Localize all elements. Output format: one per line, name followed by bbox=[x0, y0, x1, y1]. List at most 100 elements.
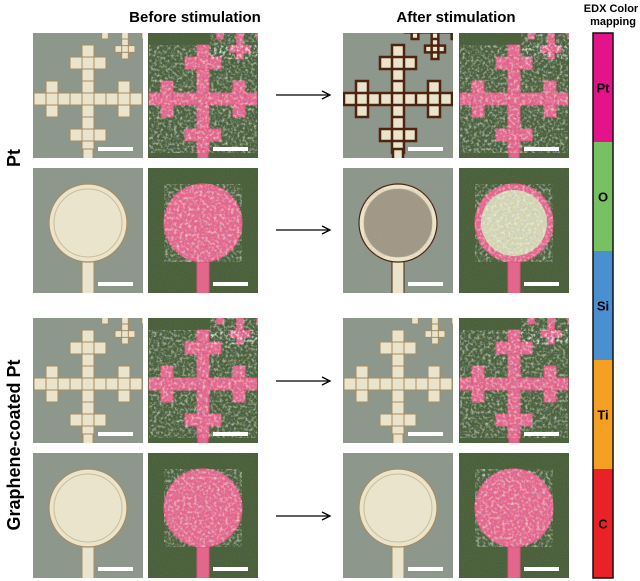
edx-speckle-blue bbox=[527, 318, 569, 344]
scale-bar bbox=[213, 282, 248, 286]
panel-graphene-fractal-before-optical bbox=[33, 318, 143, 443]
legend-swatch bbox=[593, 251, 613, 360]
edx-speckle bbox=[149, 318, 258, 438]
edx-speckle-blue bbox=[460, 330, 568, 438]
legend-title-line2: mapping bbox=[590, 16, 636, 28]
legend-label: Pt bbox=[597, 81, 611, 96]
legend-swatch bbox=[593, 469, 613, 578]
arrow-right-icon bbox=[276, 376, 332, 386]
panel-content bbox=[33, 33, 143, 158]
electrode-lead bbox=[82, 148, 94, 158]
edx-speckle-blue bbox=[527, 33, 569, 59]
scale-bar bbox=[524, 282, 559, 286]
panel-content bbox=[148, 453, 258, 578]
edx-speckle-blue bbox=[460, 45, 568, 153]
panel-content bbox=[148, 318, 258, 443]
panel-pt-circle-after-optical bbox=[343, 168, 453, 293]
panel-graphene-circle-before-edx bbox=[148, 453, 258, 578]
legend-border bbox=[592, 32, 614, 579]
edx-speckle bbox=[460, 33, 569, 153]
panel-pt-fractal-before-edx bbox=[148, 33, 258, 158]
scale-bar bbox=[408, 432, 443, 436]
scale-bar bbox=[524, 432, 559, 436]
panel-pt-fractal-before-optical bbox=[33, 33, 143, 158]
header-after: After stimulation bbox=[396, 9, 515, 26]
edx-speckle bbox=[149, 33, 258, 153]
edx-speckle bbox=[164, 184, 242, 262]
panel-pt-circle-before-edx bbox=[148, 168, 258, 293]
scale-bar bbox=[408, 147, 443, 151]
degraded-texture bbox=[364, 189, 432, 257]
electrode-lead bbox=[82, 433, 94, 443]
panel-graphene-circle-after-optical bbox=[343, 453, 453, 578]
panel-pt-circle-before-optical bbox=[33, 168, 143, 293]
electrode-lead bbox=[391, 147, 405, 158]
panel-content bbox=[459, 33, 569, 158]
scale-bar bbox=[98, 147, 133, 151]
panel-grid bbox=[33, 33, 569, 578]
fractal-electrode bbox=[33, 44, 143, 154]
neighbor-electrode bbox=[411, 318, 453, 345]
arrows bbox=[276, 90, 332, 521]
legend-swatch bbox=[593, 33, 613, 142]
edx-speckle-blue bbox=[475, 184, 553, 262]
panel-content bbox=[459, 453, 569, 578]
panel-pt-circle-after-edx bbox=[459, 168, 569, 293]
panel-content bbox=[343, 168, 453, 293]
arrow-right-icon bbox=[276, 511, 332, 521]
panel-content bbox=[459, 168, 569, 293]
scale-bar bbox=[98, 282, 133, 286]
legend-segment-pt: Pt bbox=[593, 33, 613, 142]
arrow-head bbox=[321, 225, 332, 235]
neighbor-electrode bbox=[101, 33, 143, 60]
neighbor-electrode bbox=[101, 318, 143, 345]
legend-segment-c: C bbox=[593, 469, 613, 578]
legend-segment-ti: Ti bbox=[593, 360, 613, 469]
arrow-right-icon bbox=[276, 225, 332, 235]
panel-content bbox=[33, 168, 143, 293]
panel-content bbox=[343, 453, 453, 578]
scale-bar bbox=[524, 147, 559, 151]
edx-speckle-blue bbox=[216, 33, 258, 59]
scale-bar bbox=[213, 147, 248, 151]
scale-bar bbox=[524, 567, 559, 571]
edx-speckle-blue bbox=[149, 45, 257, 153]
panel-graphene-fractal-before-edx bbox=[148, 318, 258, 443]
panel-content bbox=[343, 318, 453, 443]
legend-swatch bbox=[593, 360, 613, 469]
edx-speckle bbox=[164, 469, 242, 547]
edx-speckle-blue bbox=[216, 318, 258, 344]
edx-speckle bbox=[475, 469, 553, 547]
edx-speckle-blue bbox=[164, 469, 242, 547]
electrode-rim bbox=[53, 188, 123, 258]
legend-title-line1: EDX Color bbox=[584, 3, 639, 15]
legend-label: C bbox=[598, 517, 608, 532]
panel-graphene-circle-after-edx bbox=[459, 453, 569, 578]
panel-content bbox=[343, 33, 453, 158]
circular-electrode bbox=[358, 468, 438, 548]
legend-label: O bbox=[598, 190, 608, 205]
circular-electrode bbox=[48, 468, 128, 548]
circular-electrode bbox=[48, 183, 128, 263]
electrode-lead bbox=[392, 433, 404, 443]
header-before: Before stimulation bbox=[129, 9, 261, 26]
scale-bar bbox=[98, 432, 133, 436]
arrow-right-icon bbox=[276, 90, 332, 100]
arrow-head bbox=[321, 511, 332, 521]
panel-pt-fractal-after-optical bbox=[343, 33, 453, 158]
row-label-graphene: Graphene-coated Pt bbox=[4, 359, 24, 530]
electrode-rim bbox=[363, 473, 433, 543]
panel-graphene-fractal-after-optical bbox=[343, 318, 453, 443]
arrow-head bbox=[321, 90, 332, 100]
panel-content bbox=[33, 318, 143, 443]
panel-graphene-circle-before-optical bbox=[33, 453, 143, 578]
fractal-electrode bbox=[343, 43, 453, 155]
row-label-pt: Pt bbox=[4, 149, 24, 167]
panel-content bbox=[148, 168, 258, 293]
legend-label: Ti bbox=[597, 408, 608, 423]
legend-segment-o: O bbox=[593, 142, 613, 251]
scale-bar bbox=[98, 567, 133, 571]
panel-content bbox=[33, 453, 143, 578]
